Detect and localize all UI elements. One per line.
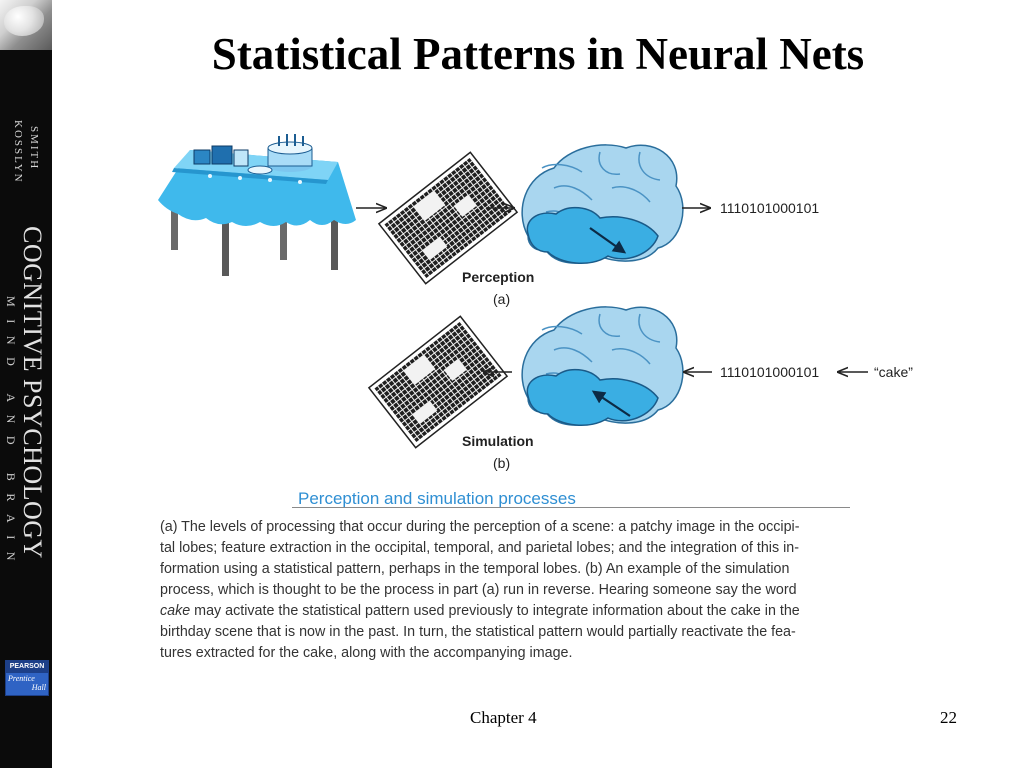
book-spine: SMITH KOSSLYN COGNITIVE PSYCHOLOGY MIND … <box>0 0 52 768</box>
panel-b-label: Simulation <box>462 433 534 449</box>
spine-book-subtitle: MIND AND BRAIN <box>4 296 18 574</box>
panel-b-sub: (b) <box>493 455 510 471</box>
slide-title: Statistical Patterns in Neural Nets <box>211 29 865 79</box>
caption-title: Perception and simulation processes <box>298 489 576 508</box>
caption-line: process, which is thought to be the proc… <box>160 582 797 598</box>
publisher-name: PEARSON <box>6 661 48 673</box>
brain-b <box>521 306 684 426</box>
birthday-table-illustration <box>158 134 356 276</box>
caption-line: formation using a statistical pattern, p… <box>160 561 790 577</box>
patchy-image-grid-b <box>367 315 509 449</box>
spine-author-kosslyn: KOSSLYN <box>12 120 24 184</box>
footer-chapter: Chapter 4 <box>470 708 537 727</box>
panel-a-sub: (a) <box>493 291 510 307</box>
imprint-line-1: Prentice <box>8 674 35 683</box>
perception-simulation-figure: 1110101000101 Perception (a) 11101010001… <box>158 134 913 471</box>
panel-a-output-code: 1110101000101 <box>720 200 819 216</box>
imprint-line-2: Hall <box>31 683 46 692</box>
caption-body: (a) The levels of processing that occur … <box>160 517 852 664</box>
caption-line: tures extracted for the cake, along with… <box>160 645 573 661</box>
panel-b-input-word: “cake” <box>874 364 913 380</box>
caption-line: birthday scene that is now in the past. … <box>160 624 796 640</box>
spine-book-title: COGNITIVE PSYCHOLOGY <box>18 226 47 559</box>
caption-divider <box>292 507 850 508</box>
panel-b-input-code: 1110101000101 <box>720 364 819 380</box>
caption-line: tal lobes; feature extraction in the occ… <box>160 540 799 556</box>
publisher-imprint: Prentice Hall <box>6 673 48 695</box>
brain-a <box>521 144 684 264</box>
caption-line: (a) The levels of processing that occur … <box>160 519 800 535</box>
publisher-logo: PEARSON Prentice Hall <box>5 660 49 696</box>
page-number: 22 <box>940 708 957 727</box>
patchy-image-grid-a <box>377 151 519 285</box>
panel-a-label: Perception <box>462 269 534 285</box>
cover-photo <box>0 0 52 50</box>
caption-line: cake may activate the statistical patter… <box>160 603 800 619</box>
spine-author-smith: SMITH <box>28 126 40 171</box>
